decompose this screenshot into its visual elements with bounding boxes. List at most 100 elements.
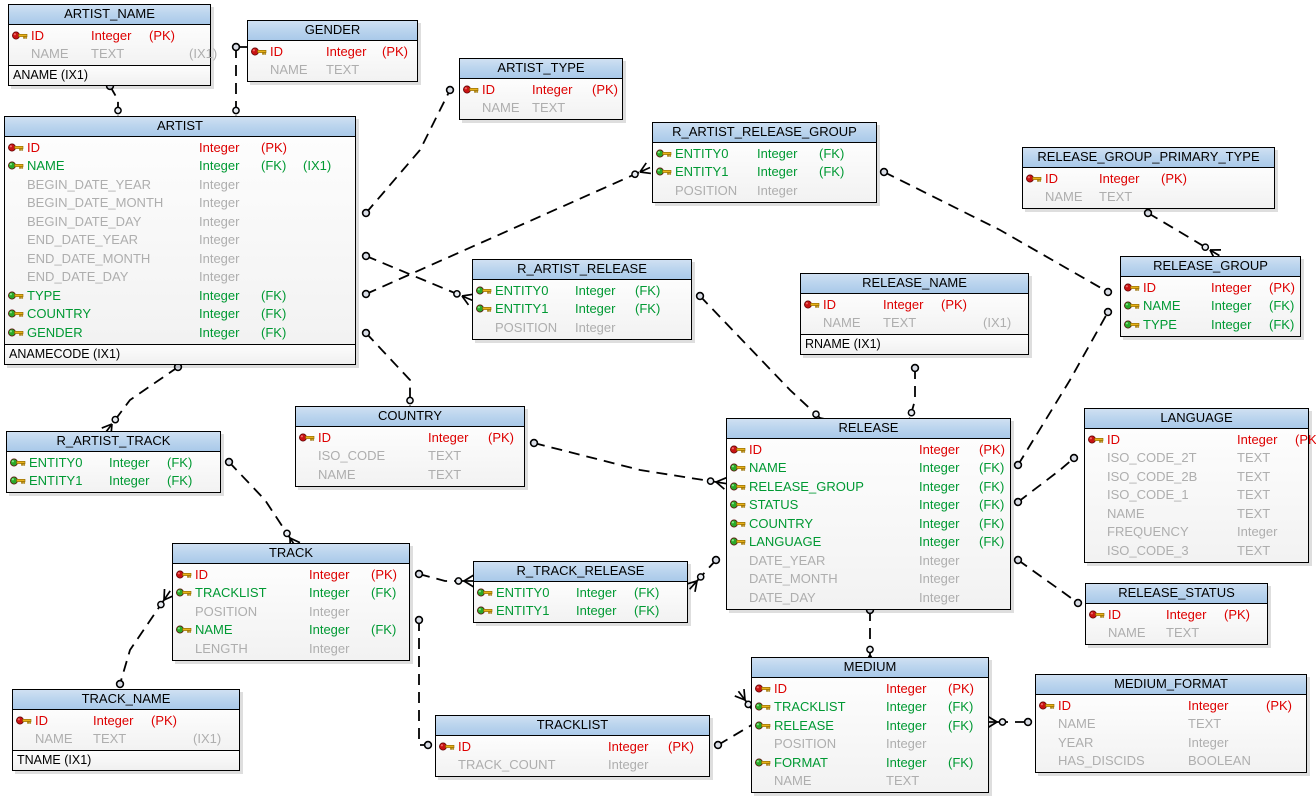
foreign-key-icon: [473, 285, 495, 296]
foreign-key-icon: [730, 463, 746, 472]
column-type: TEXT: [1099, 189, 1133, 205]
column-name: ID: [31, 27, 44, 43]
column-name: NAME: [823, 315, 861, 331]
entity-table-language[interactable]: LANGUAGEIDInteger(PK)ISO_CODE_2TTEXTISO_…: [1084, 408, 1316, 563]
column-name: NAME: [1045, 189, 1083, 205]
column-type: Integer: [309, 585, 350, 601]
foreign-key-icon: [5, 290, 27, 301]
table-title-release: RELEASE: [727, 419, 1010, 439]
foreign-key-icon: [5, 160, 27, 171]
column-type: Integer: [886, 680, 927, 696]
column-key-flag: (FK): [261, 324, 287, 340]
column-type: Integer: [919, 478, 960, 494]
column-name: BEGIN_DATE_YEAR: [27, 176, 152, 192]
column-type: Integer: [532, 81, 573, 97]
column-type: Integer: [199, 250, 240, 266]
column-name: NAME: [195, 622, 233, 638]
column-name: ID: [774, 680, 787, 696]
column-index-flag: (IX1): [189, 46, 218, 62]
column-key-flag: (FK): [979, 460, 1005, 476]
column-type: Integer: [1166, 606, 1207, 622]
primary-key-icon: [1039, 701, 1055, 710]
column-name: COUNTRY: [27, 306, 92, 322]
primary-key-icon: [1089, 610, 1105, 619]
column-type: Integer: [199, 306, 240, 322]
column-name: ID: [195, 566, 208, 582]
relationship-release-release_status: [1013, 555, 1083, 608]
column-name: POSITION: [675, 182, 738, 198]
column-type: Integer: [757, 182, 798, 198]
primary-key-icon: [5, 142, 27, 153]
column-key-flag: (FK): [948, 699, 974, 715]
column-name: POSITION: [774, 736, 837, 752]
table-title-release_status: RELEASE_STATUS: [1086, 584, 1267, 604]
column-type: Integer: [199, 324, 240, 340]
column-key-flag: (PK): [592, 81, 618, 97]
column-type: Integer: [1211, 298, 1252, 314]
relationship-track-track_name: [115, 588, 175, 689]
column-type: TEXT: [428, 466, 462, 482]
column-name: NAME: [1108, 625, 1146, 641]
column-name: ID: [458, 738, 471, 754]
foreign-key-icon: [752, 701, 774, 712]
relationship-r_track_release-release: [686, 555, 721, 592]
column-name: GENDER: [27, 324, 83, 340]
column-name: ID: [270, 43, 283, 59]
column-name: BEGIN_DATE_MONTH: [27, 195, 164, 211]
column-name: NAME: [482, 100, 520, 116]
column-type: Integer: [199, 176, 240, 192]
primary-key-icon: [299, 433, 315, 442]
relationship-track-r_track_release: [414, 569, 475, 588]
column-type: Integer: [919, 534, 960, 550]
foreign-key-icon: [477, 588, 493, 597]
table-title-r_artist_track: R_ARTIST_TRACK: [7, 432, 220, 452]
primary-key-icon: [251, 47, 267, 56]
column-type: TEXT: [1237, 542, 1271, 558]
table-title-release_group: RELEASE_GROUP: [1121, 257, 1300, 277]
